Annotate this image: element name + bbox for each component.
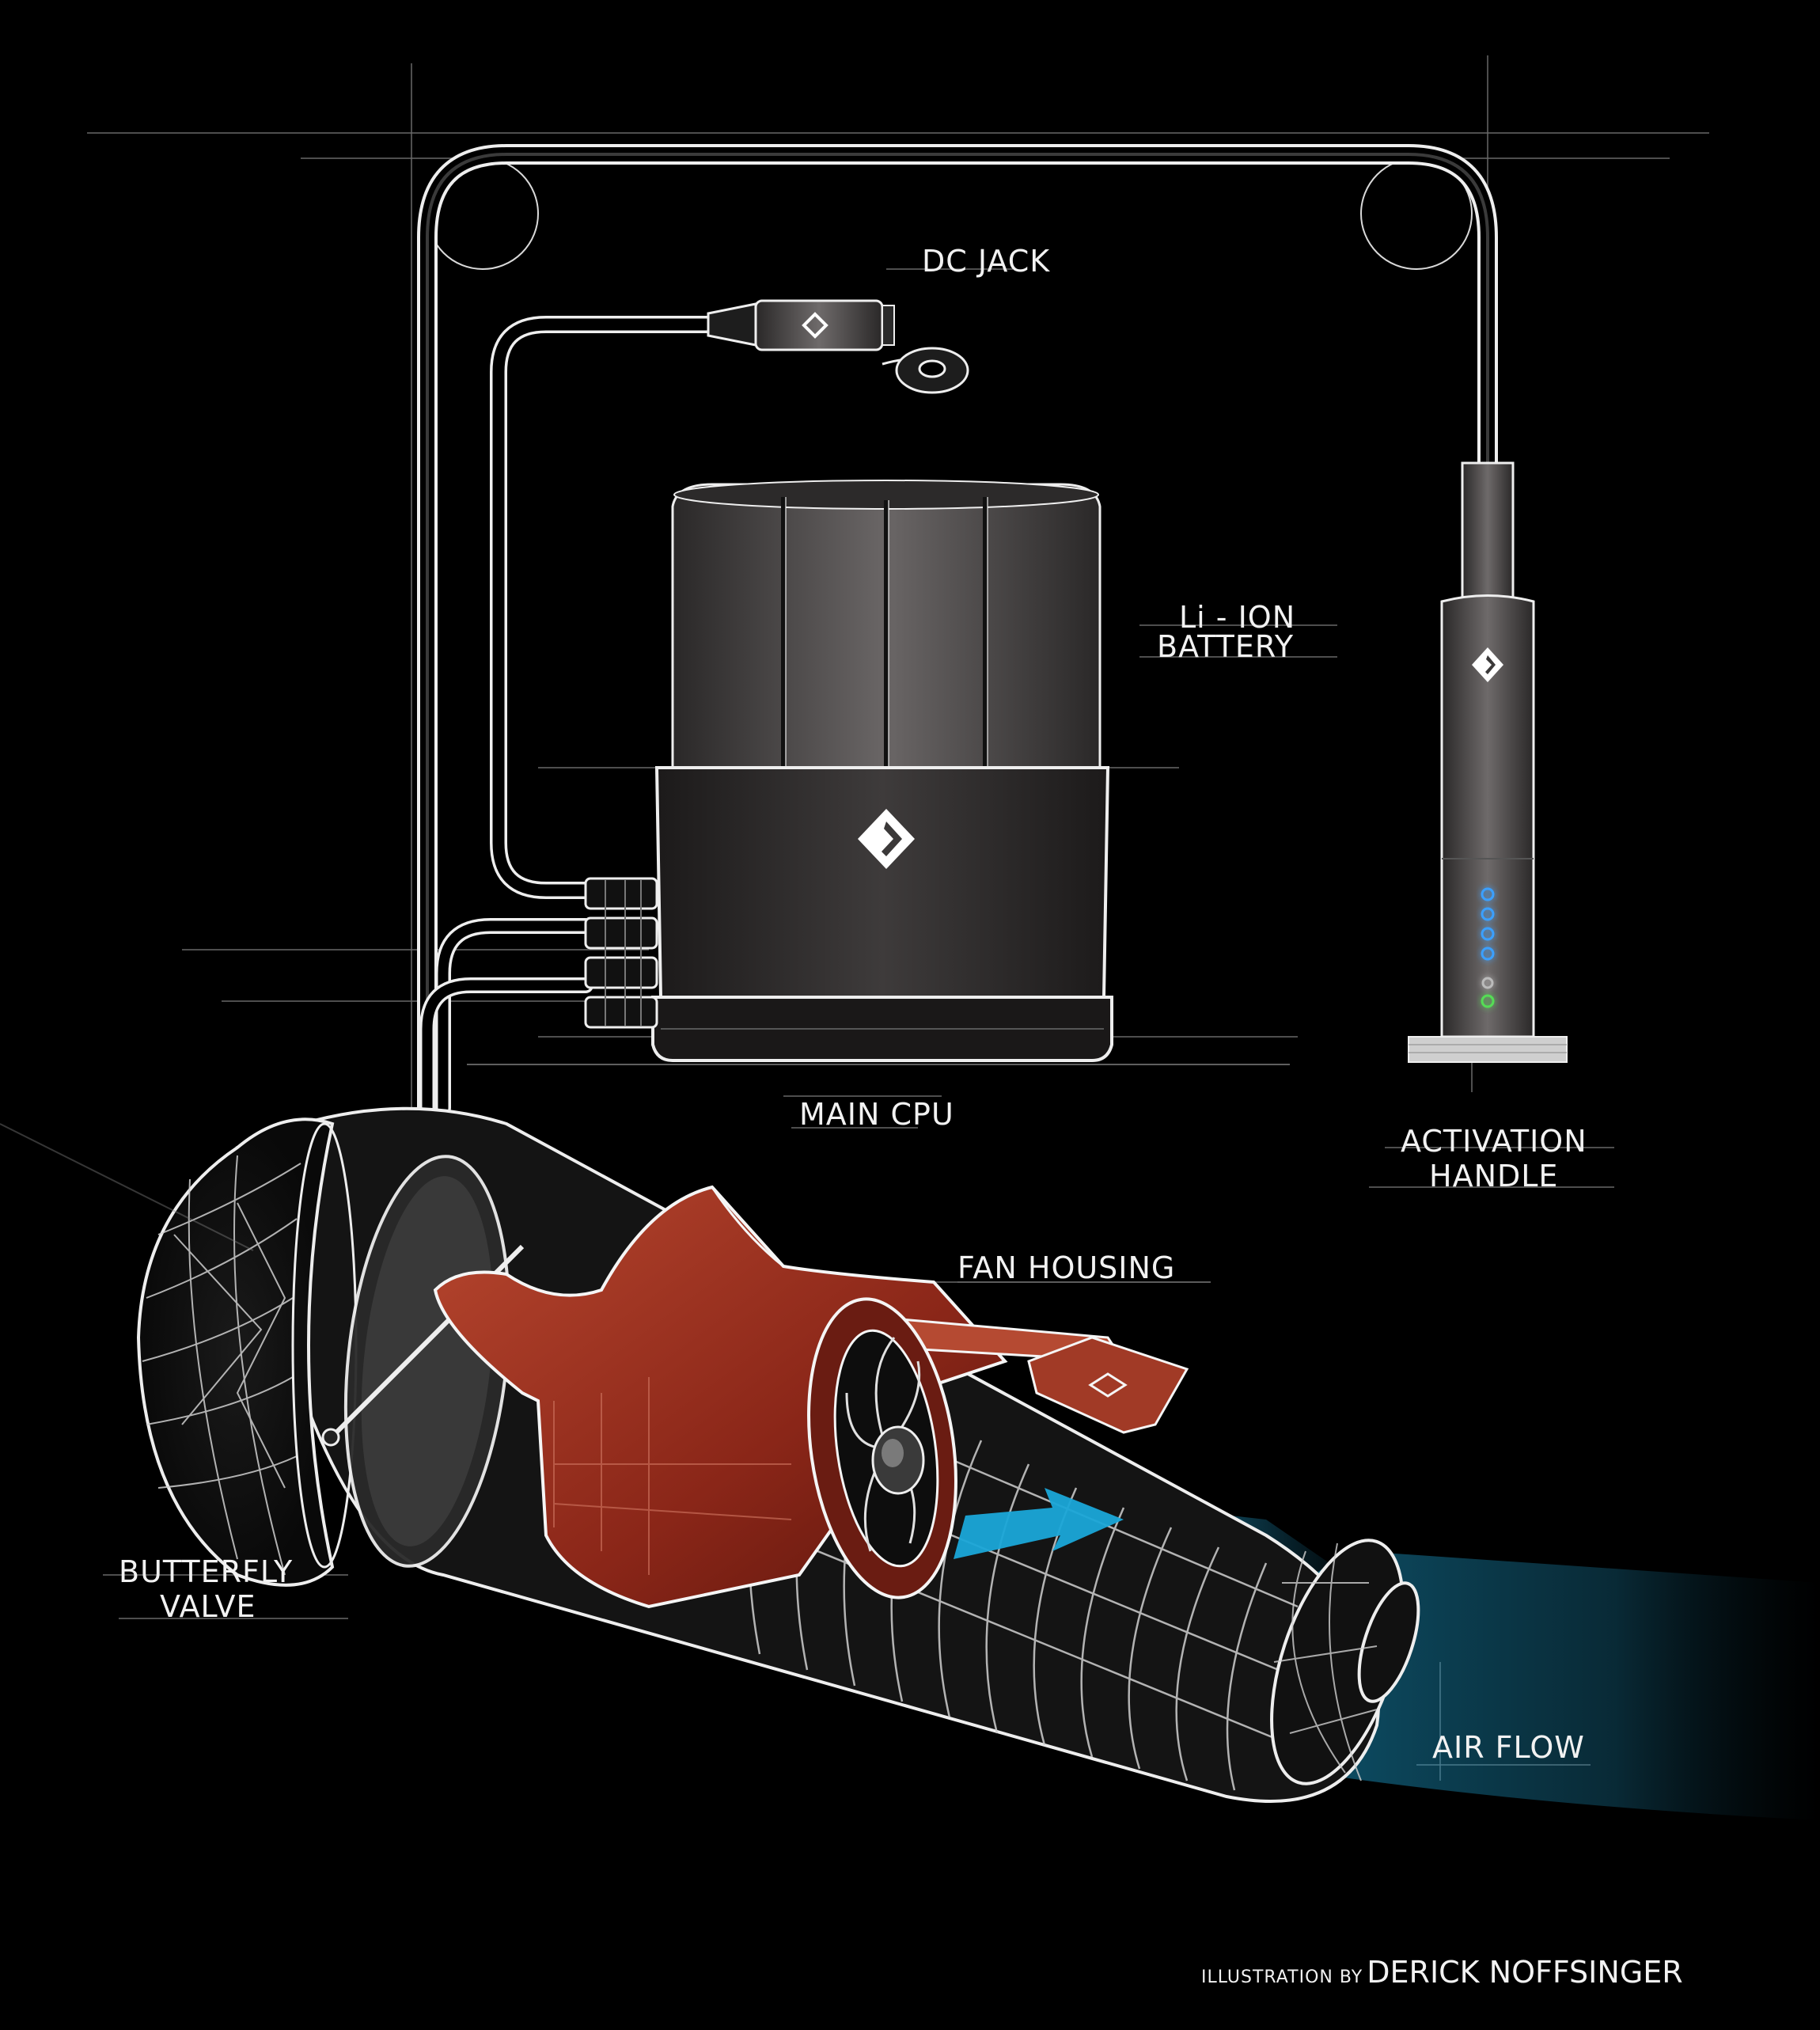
label-activation-line2: HANDLE (1429, 1159, 1559, 1193)
activation-handle (1408, 461, 1568, 1063)
label-air-flow: AIR FLOW (1432, 1730, 1585, 1765)
fan-housing (433, 1185, 1189, 1609)
credit-prefix: ILLUSTRATION BY (1201, 1967, 1363, 1987)
credit-name: DERICK NOFFSINGER (1367, 1955, 1683, 1990)
label-battery-line1: Li - ION (1179, 600, 1296, 635)
dome-lattice (142, 1155, 301, 1576)
label-butterfly-line1: BUTTERFLY (119, 1554, 294, 1589)
label-activation-line1: ACTIVATION (1401, 1124, 1587, 1159)
intake-end-cap (1270, 1539, 1420, 1785)
li-ion-battery (671, 480, 1101, 769)
label-dc-jack: DC JACK (922, 244, 1051, 279)
illustration-credit: ILLUSTRATION BY DERICK NOFFSINGER (1201, 1955, 1683, 1990)
dc-jack-connector (707, 299, 969, 394)
cable-tube (417, 144, 1498, 1126)
brand-diamond-icon (1088, 1372, 1128, 1398)
brand-diamond-icon (802, 312, 828, 339)
label-butterfly-line2: VALVE (160, 1589, 256, 1624)
butterfly-valve (321, 1155, 525, 1568)
label-main-cpu: MAIN CPU (799, 1097, 954, 1132)
main-cpu-housing (467, 766, 1290, 1065)
cpu-cables (419, 918, 593, 1124)
brand-diamond-icon (858, 809, 915, 869)
label-fan-housing: FAN HOUSING (957, 1250, 1176, 1285)
dc-jack-cable (490, 316, 721, 899)
air-flow-arrow (954, 1488, 1124, 1559)
led-indicators (1481, 887, 1495, 1008)
cpu-port-connectors (584, 877, 658, 1029)
brand-diamond-icon (1472, 647, 1503, 682)
label-battery-line2: BATTERY (1157, 629, 1295, 664)
rear-dome (136, 1117, 358, 1587)
